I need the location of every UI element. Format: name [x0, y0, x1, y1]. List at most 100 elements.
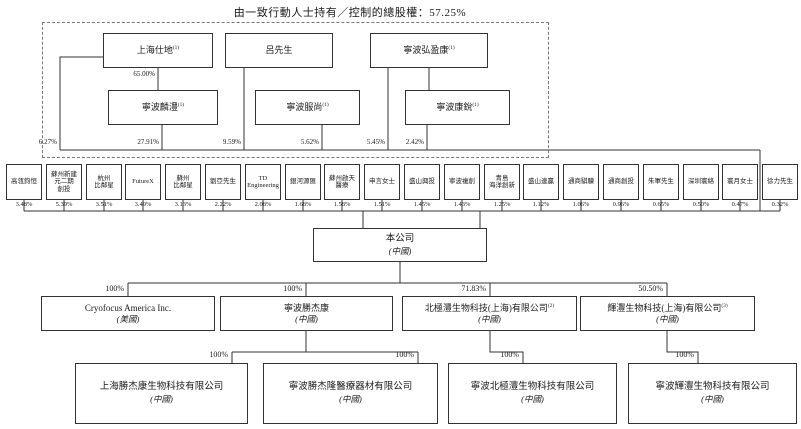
entity-shanghai-shengjiekang: 上海勝杰康生物科技有限公司 (中國): [75, 363, 248, 424]
shareholder-stake-label: 1.45%: [413, 201, 431, 208]
shareholder-stake-label: 1.51%: [373, 201, 391, 208]
entity-country: (中國): [295, 313, 318, 324]
shareholder-name: 杭州 比鄰星: [94, 174, 114, 189]
shareholder-name: 蘇州 比鄰星: [173, 174, 193, 189]
entity-shanghai-shidi: 上海仕地(1): [103, 33, 213, 68]
stake-label: 5.62%: [300, 138, 319, 146]
entity-ningbo-kangrui: 寧波康銳(1): [405, 90, 510, 125]
entity-name: 輝灃生物科技(上海)有限公司(3): [607, 302, 728, 313]
shareholder-box: 盛山興投: [404, 164, 440, 200]
shareholder-name: 劉亞先生: [210, 178, 236, 186]
shareholder-stake-label: 3.48%: [15, 201, 33, 208]
footnote-sup: (1): [322, 101, 329, 108]
shareholder-stake-label: 3.51%: [95, 201, 113, 208]
shareholder-stake-label: 1.43%: [453, 201, 471, 208]
shareholder-box: 蘇州 比鄰星: [165, 164, 201, 200]
shareholder-name: 盛山連贏: [528, 178, 554, 186]
entity-country: (中國): [478, 313, 501, 324]
shareholder-name: 青島 海洋創新: [489, 174, 515, 189]
stake-label: 5.45%: [366, 138, 385, 146]
entity-huifeng-shanghai: 輝灃生物科技(上海)有限公司(3) (中國): [580, 296, 755, 331]
entity-ningbo-hongyingkang: 寧波弘盈康(1): [370, 33, 488, 68]
shareholder-box: 青島 海洋創新: [484, 164, 520, 200]
footnote-sup: (1): [177, 101, 185, 108]
ownership-label: 71.83%: [461, 284, 486, 293]
shareholder-name: 深圳寰絡: [688, 178, 714, 186]
entity-country: (中國): [339, 394, 362, 405]
stake-label: 27.91%: [137, 138, 159, 146]
entity-name: 北極灃生物科技(上海)有限公司(2): [424, 302, 555, 313]
shareholder-box: 申言女士: [364, 164, 400, 200]
entity-ningbo-linli: 寧波麟澧(1): [108, 90, 218, 125]
shareholder-name: 朱軍先生: [648, 178, 674, 186]
entity-name: 寧波麟澧(1): [141, 101, 185, 112]
entity-name: 寧波弘盈康(1): [403, 44, 455, 55]
shareholder-stake-label: 0.96%: [612, 201, 630, 208]
diagram-title: 由一致行動人士持有／控制的總股權：57.25%: [233, 7, 467, 19]
footnote-sup: (1): [472, 101, 479, 108]
shareholder-box: 杭州 比鄰星: [86, 164, 122, 200]
stake-label: 6.27%: [38, 138, 57, 146]
shareholder-name: 盛山興投: [409, 178, 435, 186]
entity-name: 呂先生: [265, 44, 293, 55]
shareholder-box: 通商創投: [603, 164, 639, 200]
stake-label: 2.42%: [405, 138, 424, 146]
entity-country: (美國): [116, 313, 140, 324]
shareholder-name: 通商騏驥: [568, 178, 594, 186]
shareholder-box: 劉亞先生: [205, 164, 241, 200]
shareholder-stake-label: 3.13%: [174, 201, 192, 208]
entity-name: 寧波北極灃生物科技有限公司: [470, 382, 595, 393]
ownership-label: 100%: [105, 284, 124, 293]
ownership-label: 100%: [395, 350, 414, 359]
shareholder-name: FutureX: [132, 178, 154, 186]
shareholder-stake-label: 0.50%: [692, 201, 710, 208]
shareholder-name: 寰月女士: [727, 178, 753, 186]
shareholder-box: 寰月女士: [722, 164, 758, 200]
shareholder-name: 高瓴鈞恒: [11, 178, 37, 186]
shareholder-box: 通商騏驥: [563, 164, 599, 200]
entity-name: 寧波勝杰隆醫療器材有限公司: [288, 382, 413, 393]
shareholder-stake-label: 1.25%: [493, 201, 511, 208]
entity-name: 寧波勝杰康: [283, 302, 329, 313]
shareholder-name: 銀河源匯: [290, 178, 316, 186]
entity-mr-lu: 呂先生: [225, 33, 333, 68]
entity-the-company: 本公司 (中國): [313, 228, 487, 262]
shareholder-name: 寧波複創: [449, 178, 475, 186]
entity-name: 本公司: [385, 233, 415, 244]
shareholder-stake-label: 2.22%: [214, 201, 232, 208]
shareholder-stake-label: 2.08%: [254, 201, 272, 208]
entity-ningbo-shengjiekang: 寧波勝杰康 (中國): [220, 296, 393, 331]
shareholder-box: 銀河源匯: [285, 164, 321, 200]
shareholder-box: 徐力先生: [762, 164, 798, 200]
entity-ningbo-fushang: 寧波服尚(1): [255, 90, 360, 125]
shareholder-name: 蘇州啟天 醫療: [329, 174, 355, 189]
entity-name: 上海仕地(1): [136, 44, 180, 55]
entity-country: (中國): [521, 394, 544, 405]
entity-country: (中國): [701, 394, 724, 405]
shareholder-stake-label: 0.65%: [652, 201, 670, 208]
entity-name: 寧波服尚(1): [286, 101, 329, 112]
shareholder-box: 朱軍先生: [643, 164, 679, 200]
ownership-label: 100%: [209, 350, 228, 359]
ownership-label: 50.50%: [638, 284, 663, 293]
entity-ningbo-huifeng: 寧波輝灃生物科技有限公司 (中國): [628, 363, 797, 424]
entity-name: 上海勝杰康生物科技有限公司: [99, 382, 224, 393]
shareholder-box: 寧波複創: [444, 164, 480, 200]
shareholder-stake-label: 3.49%: [134, 201, 152, 208]
shareholder-box: TD Engineering: [245, 164, 281, 200]
shareholder-box: 深圳寰絡: [683, 164, 719, 200]
shareholder-name: 通商創投: [608, 178, 634, 186]
shareholder-stake-label: 0.47%: [731, 201, 749, 208]
entity-country: (中國): [656, 313, 679, 324]
footnote-sup: (3): [721, 302, 728, 309]
entity-country: (中國): [150, 394, 173, 405]
shareholder-stake-label: 1.12%: [532, 201, 550, 208]
ownership-label: 100%: [500, 350, 519, 359]
shareholder-box: FutureX: [125, 164, 161, 200]
shareholder-box: 蘇州啟天 醫療: [324, 164, 360, 200]
shareholder-stake-label: 1.58%: [333, 201, 351, 208]
shareholder-name: 申言女士: [369, 178, 395, 186]
acting-in-concert-boundary: [42, 22, 549, 158]
